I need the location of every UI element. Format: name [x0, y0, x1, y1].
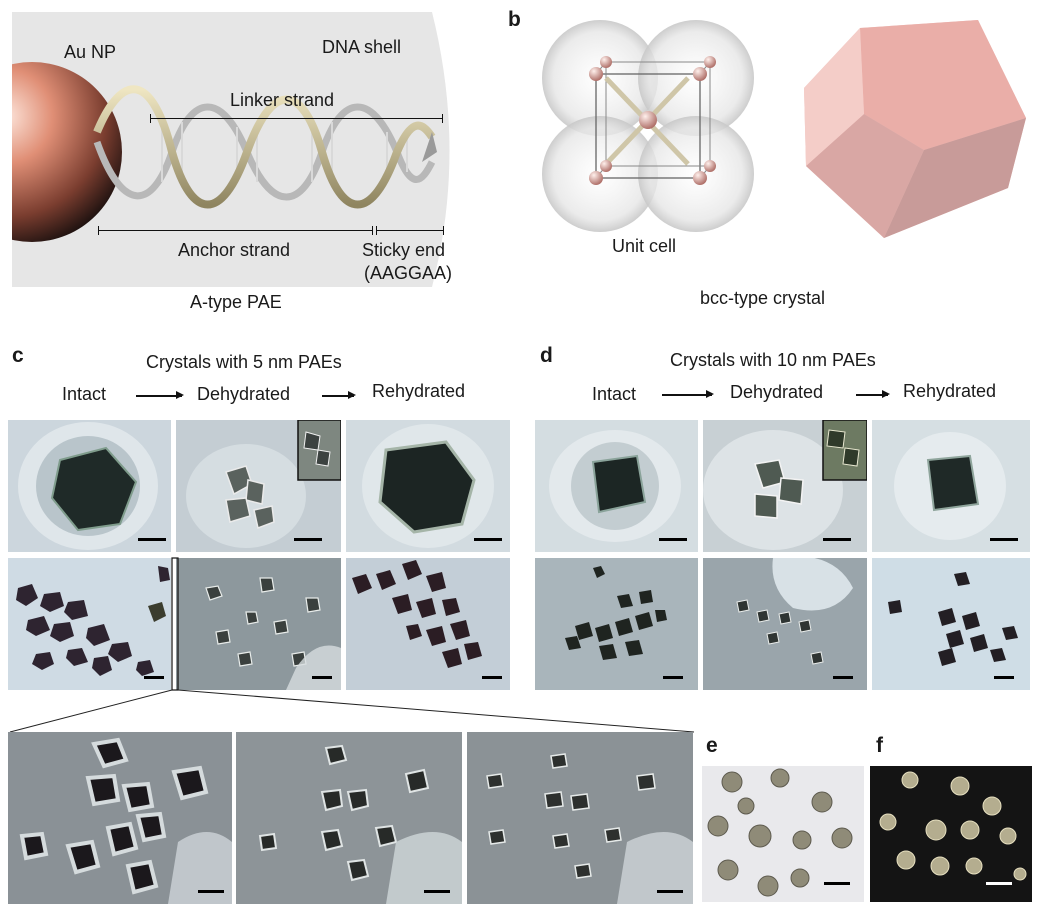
micrograph-c-dehydrated-field	[176, 558, 341, 690]
micrograph-e	[702, 766, 864, 902]
gold-nanoparticle	[12, 62, 122, 242]
panel-d-rehydrated-label: Rehydrated	[903, 381, 997, 401]
anchor-strand-bracket	[98, 226, 373, 235]
sticky-seq-label: (AAGGAA)	[364, 263, 453, 283]
timelapse-frame-2	[236, 732, 462, 904]
unit-cell-label: Unit cell	[612, 236, 677, 256]
panel-d-dehydrated-label: Dehydrated	[730, 382, 824, 402]
micrograph-f	[870, 766, 1032, 902]
micrograph-c-dehydrated-single	[176, 420, 341, 552]
sticky-end-bracket	[376, 226, 444, 235]
au-np-label: Au NP	[64, 42, 117, 62]
panel-d-intact-label: Intact	[592, 384, 637, 404]
panel-a-illustration	[12, 12, 450, 287]
anchor-strand-label: Anchor strand	[178, 240, 291, 260]
panel-d-title: Crystals with 10 nm PAEs	[670, 350, 876, 370]
timelapse-frame-3	[467, 732, 693, 904]
micrograph-c-rehydrated-field	[346, 558, 510, 690]
micrograph-d-rehydrated-single	[872, 420, 1030, 552]
panel-b-letter: b	[508, 8, 521, 31]
linker-strand-label: Linker strand	[230, 90, 335, 110]
panel-e-letter: e	[706, 734, 718, 757]
micrograph-d-intact-field	[535, 558, 698, 690]
helix-front-strand	[93, 85, 436, 209]
panel-d-arrow-1	[662, 391, 714, 397]
bcc-crystal-caption: bcc-type crystal	[700, 288, 826, 308]
micrograph-d-dehydrated-single	[703, 420, 867, 552]
panel-d-letter: d	[540, 344, 553, 367]
micrograph-d-intact-single	[535, 420, 698, 552]
micrograph-d-dehydrated-field	[703, 558, 867, 690]
panel-f-letter: f	[876, 734, 883, 757]
a-type-pae-caption: A-type PAE	[190, 292, 282, 312]
panel-c-rehydrated-label: Rehydrated	[372, 381, 466, 401]
panel-c-arrow-1	[136, 392, 184, 398]
panel-c-arrow-2	[322, 392, 356, 398]
sticky-end-label: Sticky end	[362, 240, 446, 260]
dna-shell-label: DNA shell	[322, 37, 402, 57]
micrograph-c-intact-field	[8, 558, 171, 690]
linker-strand-bracket	[150, 114, 443, 123]
micrograph-c-intact-single	[8, 420, 171, 552]
panel-c-intact-label: Intact	[62, 384, 107, 404]
unit-cell-illustration	[542, 20, 754, 232]
panel-c-letter: c	[12, 344, 24, 367]
panel-c-title: Crystals with 5 nm PAEs	[146, 352, 342, 372]
micrograph-c-rehydrated-single	[346, 420, 510, 552]
timelapse-frame-1	[8, 732, 232, 904]
dna-shell-shape	[12, 12, 450, 287]
panel-d-arrow-2	[856, 391, 890, 397]
panel-c-dehydrated-label: Dehydrated	[197, 384, 291, 404]
bcc-crystal-illustration	[804, 20, 1026, 238]
zoom-guide-lines	[9, 557, 695, 733]
micrograph-d-rehydrated-field	[872, 558, 1030, 690]
